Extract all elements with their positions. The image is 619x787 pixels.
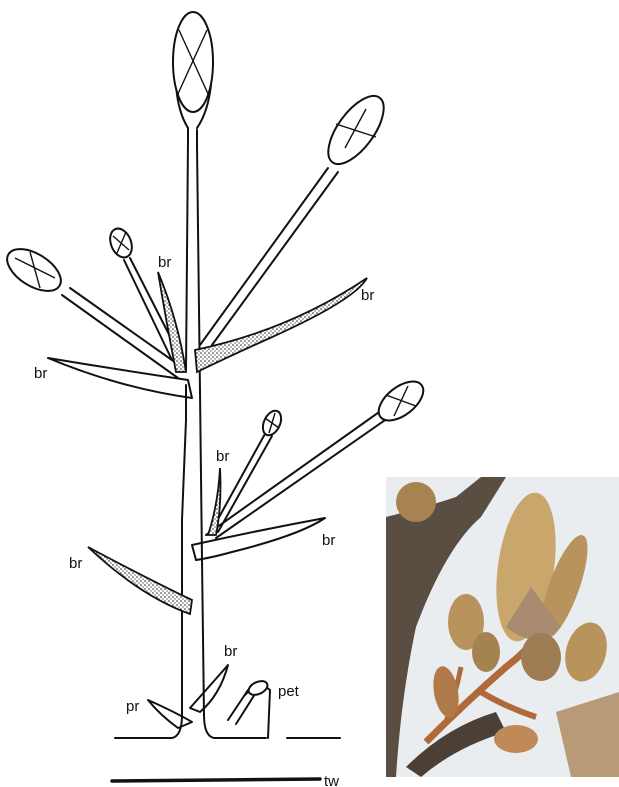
label-br-mid-right: br bbox=[322, 532, 335, 549]
bract-lower-left bbox=[88, 547, 192, 614]
left-upper-pedicels bbox=[0, 225, 186, 378]
label-br-top: br bbox=[158, 254, 171, 271]
label-br-upper-right: br bbox=[361, 287, 374, 304]
label-br-lower-left: br bbox=[69, 555, 82, 572]
label-pr: pr bbox=[126, 698, 139, 715]
label-br-mid-node: br bbox=[216, 448, 229, 465]
label-tw: tw bbox=[324, 773, 339, 787]
label-br-basal: br bbox=[224, 643, 237, 660]
basal-structures bbox=[148, 665, 270, 738]
bract-upper-left bbox=[48, 358, 192, 398]
bract-mid-node bbox=[208, 468, 221, 535]
right-upper-pedicel bbox=[200, 87, 394, 345]
label-pet: pet bbox=[278, 683, 300, 700]
terminal-bud bbox=[173, 12, 213, 128]
bract-upper-right bbox=[195, 278, 367, 372]
main-axis bbox=[182, 128, 204, 715]
twig-line bbox=[112, 779, 320, 781]
label-br-upper-left: br bbox=[34, 365, 47, 382]
specimen-photo bbox=[386, 477, 619, 777]
